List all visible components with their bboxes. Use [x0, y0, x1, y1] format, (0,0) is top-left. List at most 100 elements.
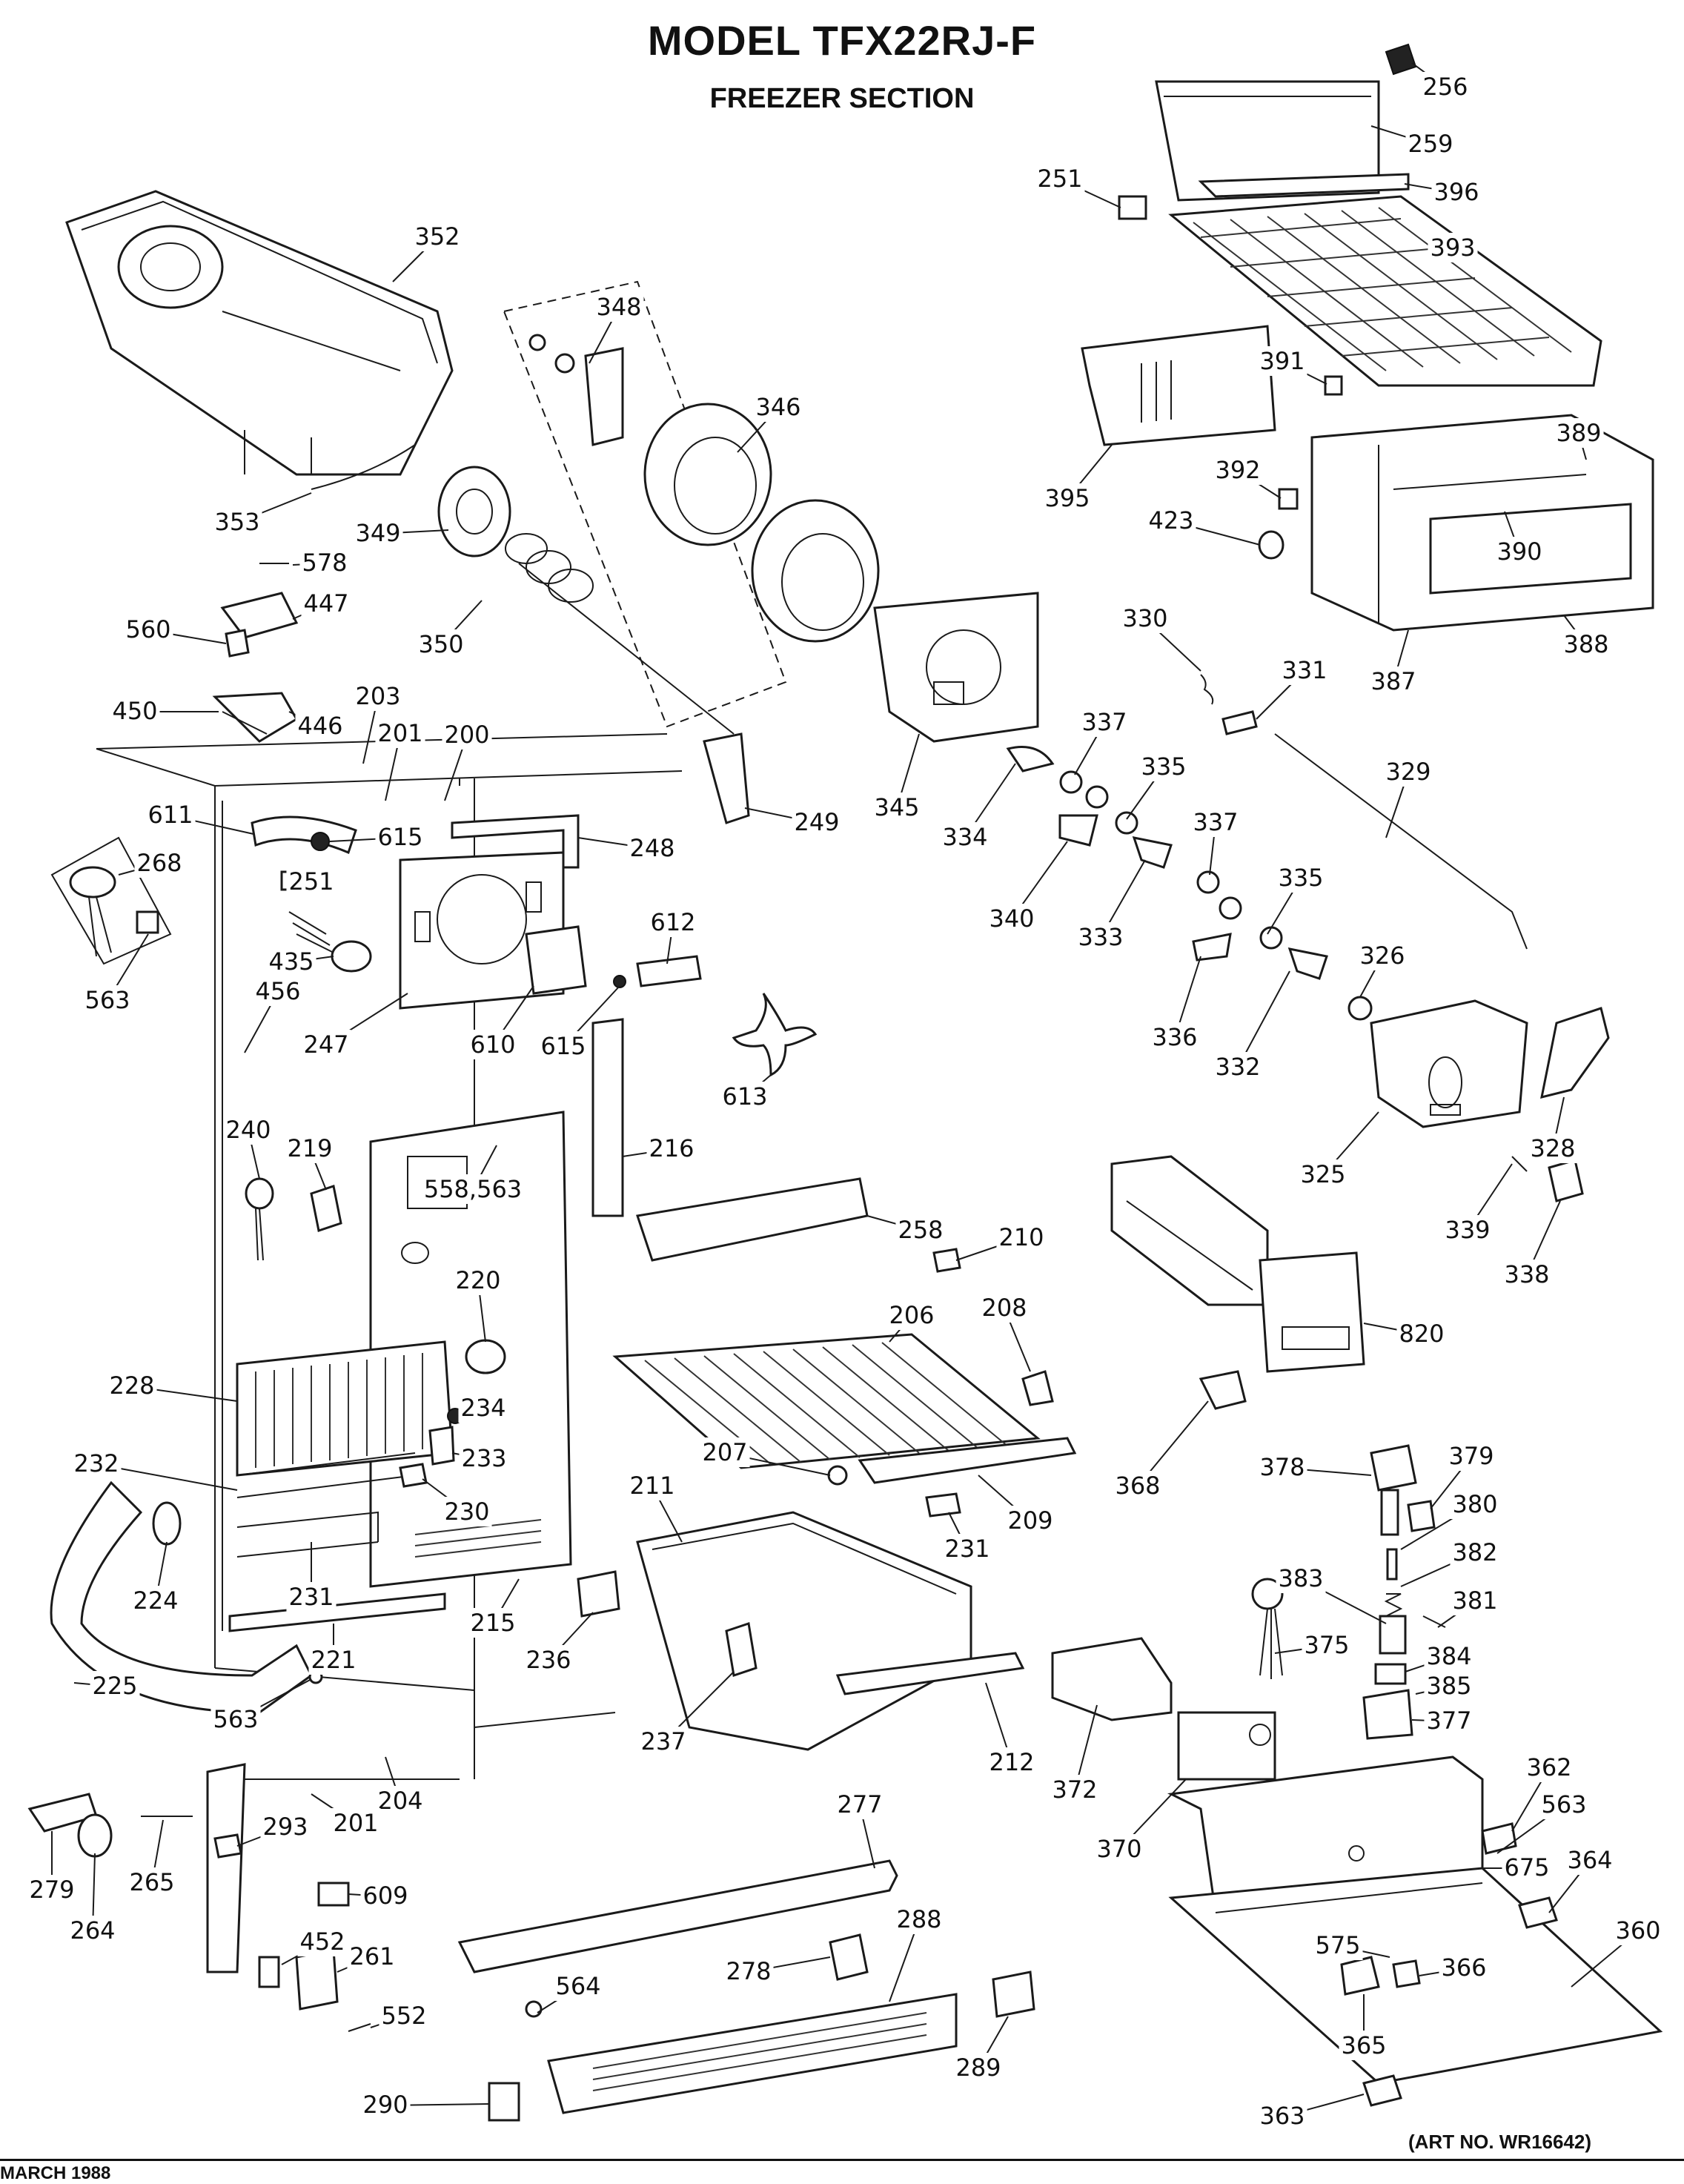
part-label-bg-p331: [1279, 655, 1330, 685]
part-label-p396: 396: [1433, 178, 1479, 206]
part-label-p388: 388: [1563, 630, 1608, 658]
part-label-p249: 249: [794, 808, 839, 836]
part-label-bg-p365: [1339, 2031, 1389, 2060]
part-label-bg-p392: [1213, 455, 1263, 485]
defrost-219: [310, 1185, 342, 1232]
part-label-p612: 612: [650, 908, 695, 936]
part-label-bg-p450: [110, 696, 160, 726]
part-label-bg-p820: [1396, 1319, 1447, 1349]
part-label-p328: 328: [1530, 1134, 1575, 1162]
part-label-p564: 564: [555, 1972, 600, 2000]
part-label-p370: 370: [1096, 1835, 1141, 1863]
part-label-bg-p209: [1005, 1506, 1055, 1535]
part-label-p231a: 231: [288, 1583, 334, 1611]
part-230: [399, 1463, 428, 1488]
bracket-362: [1481, 1822, 1517, 1855]
part-label-p237: 237: [640, 1727, 686, 1756]
publication-date: MARCH 1988: [0, 2163, 111, 2183]
part-label-bg-p221: [308, 1645, 359, 1675]
part-label-bg-p208: [979, 1293, 1030, 1323]
part-label-p338: 338: [1504, 1260, 1549, 1288]
part-label-bg-p379: [1446, 1441, 1496, 1471]
part-label-bg-p352: [412, 222, 463, 251]
part-label-bg-p259: [1405, 129, 1456, 159]
part-label-bg-p382: [1450, 1538, 1500, 1567]
part-label-bg-p329: [1383, 757, 1433, 787]
clip-293: [213, 1833, 242, 1859]
part-label-p215: 215: [470, 1609, 515, 1637]
part-label-bg-p206: [886, 1300, 937, 1330]
part-label-bg-p375: [1302, 1630, 1352, 1660]
cover-328: [1540, 1007, 1610, 1099]
clip-289: [992, 1970, 1035, 2018]
part-label-p224: 224: [133, 1586, 178, 1615]
part-label-bg-p247: [301, 1030, 351, 1059]
bracket-368: [1199, 1370, 1247, 1410]
part-label-p563b: 563: [213, 1705, 258, 1733]
part-label-bg-p370: [1094, 1834, 1144, 1864]
part-label-p456: 456: [255, 977, 300, 1005]
clip-256: [1385, 43, 1417, 76]
part-label-p207: 207: [702, 1438, 747, 1466]
part-label-bg-p362: [1524, 1753, 1574, 1782]
part-label-p391: 391: [1259, 347, 1305, 375]
part-label-p611: 611: [147, 801, 193, 829]
part-label-bg-p563b: [210, 1704, 261, 1734]
part-label-bg-p265: [127, 1867, 177, 1897]
part-label-bg-p363: [1257, 2101, 1307, 2131]
part-label-p258: 258: [898, 1216, 943, 1244]
fan-bracket-247: [399, 851, 565, 1010]
part-label-p336: 336: [1152, 1023, 1197, 1051]
part-label-p563a: 563: [84, 986, 130, 1014]
bushing-264: [77, 1813, 113, 1858]
drain-tube-225: [50, 1480, 313, 1714]
part-label-bg-p339: [1442, 1215, 1493, 1245]
part-label-bg-p249: [792, 807, 842, 837]
part-label-p264: 264: [70, 1916, 115, 1945]
part-label-bg-p215: [468, 1608, 518, 1638]
part-label-p446: 446: [297, 712, 342, 740]
page-title: MODEL TFX22RJ-F: [647, 17, 1037, 64]
part-label-bg-p456: [253, 976, 303, 1006]
part-label-p353: 353: [214, 508, 259, 536]
cabinet-lower-frame: [206, 1763, 246, 1973]
part-label-bg-p388: [1561, 629, 1611, 659]
clip-208: [1021, 1370, 1054, 1406]
leader-line-p332: [1237, 970, 1290, 1068]
part-label-bg-p237: [638, 1727, 689, 1756]
part-label-bg-p452: [297, 1927, 348, 1956]
part-label-p259: 259: [1408, 130, 1453, 158]
part-label-p382: 382: [1452, 1538, 1497, 1566]
art-number: (ART NO. WR16642): [1408, 2131, 1592, 2153]
part-label-p231b: 231: [944, 1535, 989, 1563]
part-label-p366: 366: [1441, 1953, 1486, 1982]
auger-assembly: [437, 280, 880, 735]
part-label-bg-p560: [123, 615, 173, 644]
part-label-bg-p578: [299, 548, 350, 578]
part-label-p352: 352: [414, 222, 460, 251]
part-label-p247: 247: [303, 1030, 348, 1059]
part-label-p381: 381: [1452, 1586, 1497, 1615]
part-label-bg-p447: [301, 589, 351, 618]
part-label-p615b: 615: [540, 1032, 586, 1060]
part-label-p362: 362: [1526, 1753, 1571, 1781]
part-label-bg-p334: [940, 822, 990, 852]
part-label-bg-p552: [379, 2001, 429, 2031]
part-label-bg-p381: [1450, 1586, 1500, 1615]
part-label-bg-p256: [1420, 72, 1471, 102]
part-label-bg-p346: [753, 392, 803, 422]
part-label-bg-p378: [1257, 1452, 1307, 1482]
part-label-bg-p384: [1424, 1641, 1474, 1671]
part-label-p251a: 251: [1037, 165, 1082, 193]
part-label-p203: 203: [355, 682, 400, 710]
part-label-bg-p278: [723, 1956, 774, 1986]
part-label-bg-p340: [987, 904, 1037, 933]
part-label-bg-p207: [700, 1437, 750, 1467]
latch-237: [725, 1622, 758, 1677]
part-label-bg-p391: [1257, 346, 1307, 376]
part-label-bg-p268: [134, 848, 185, 878]
part-label-p225: 225: [92, 1672, 137, 1700]
part-label-p261: 261: [349, 1942, 394, 1970]
part-label-bg-p248: [627, 833, 677, 863]
